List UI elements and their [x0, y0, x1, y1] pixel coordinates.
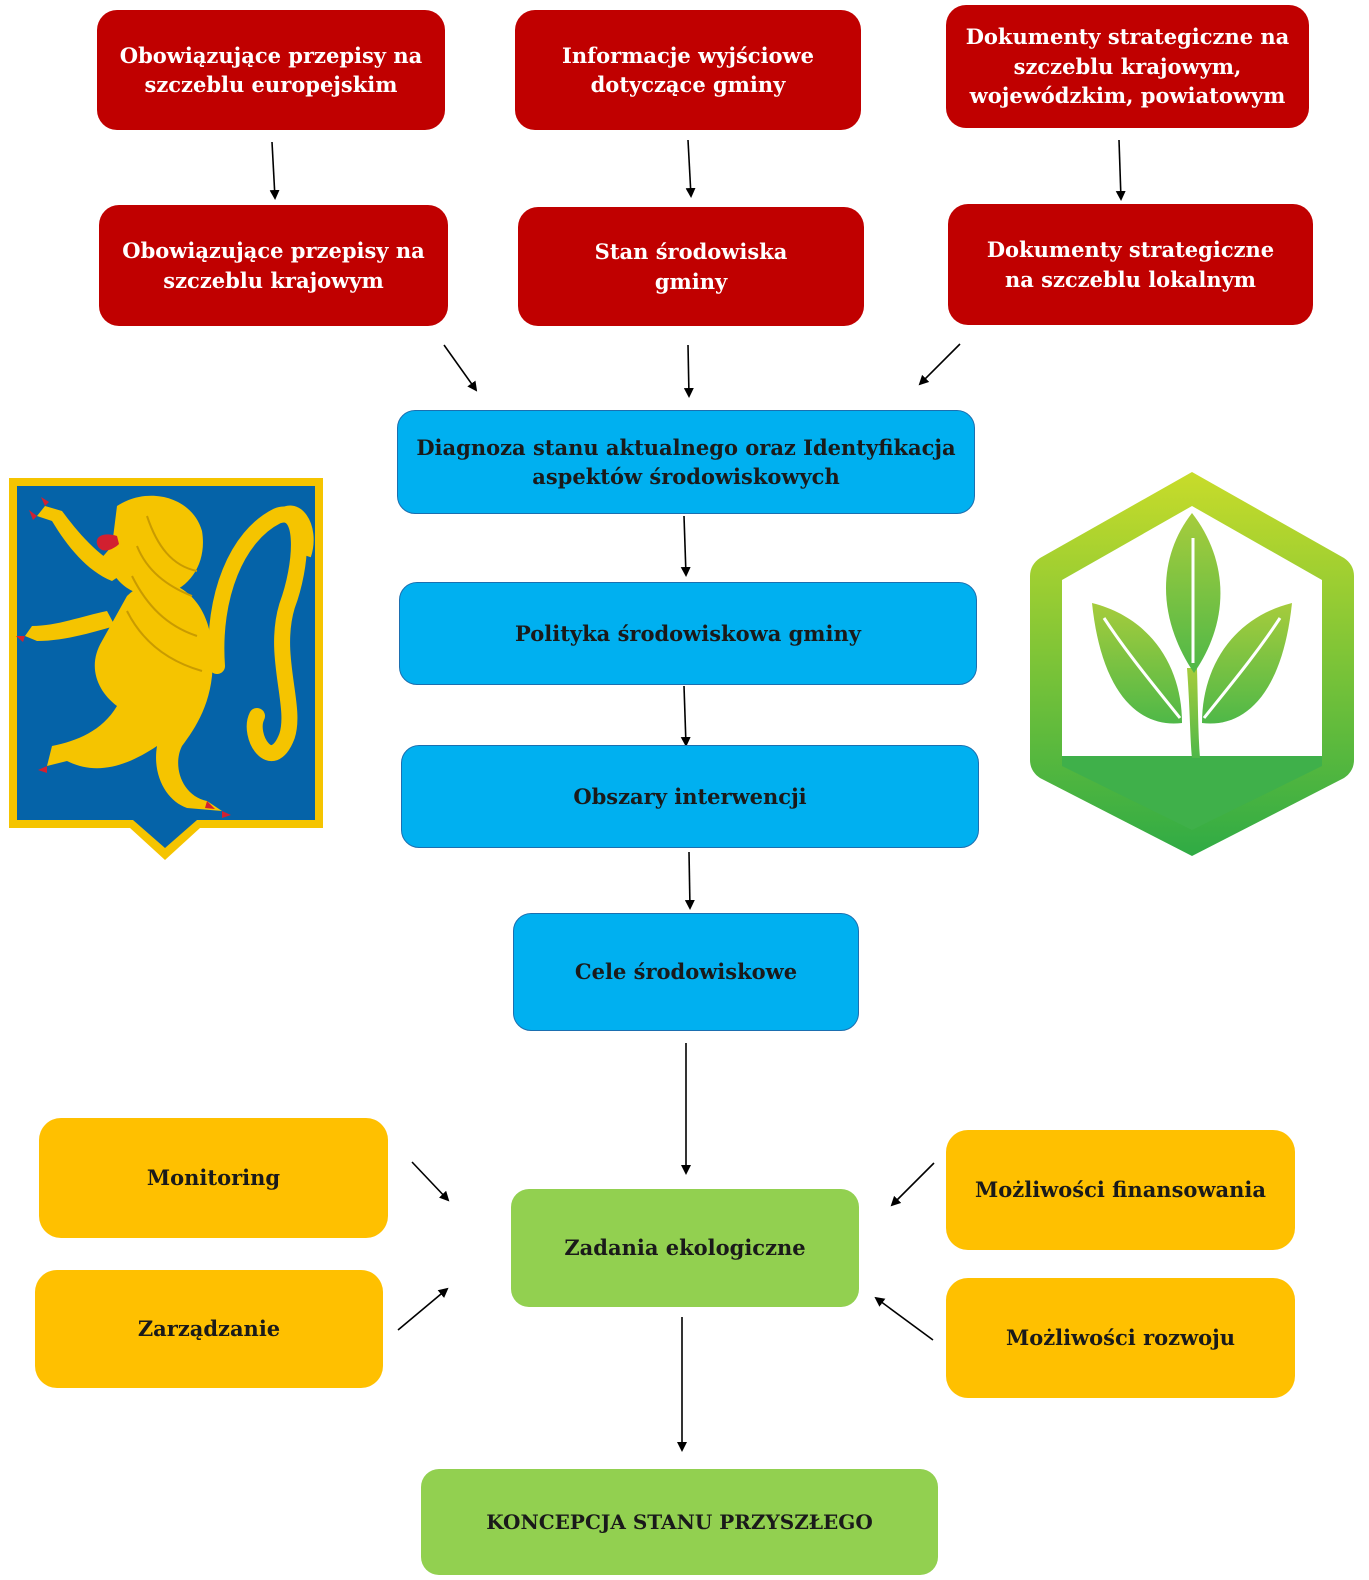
- arrow-national-to-diagnosis: [443, 344, 478, 392]
- policy-label: Polityka środowiskowa gminy: [515, 620, 861, 646]
- financing-label: Możliwości finansowania: [975, 1177, 1266, 1203]
- intervention-areas-box: Obszary interwencji: [401, 745, 979, 848]
- intervention-areas-label: Obszary interwencji: [573, 783, 807, 809]
- arrow-info-to-environment: [685, 139, 696, 198]
- management-box: Zarządzanie: [35, 1270, 383, 1388]
- environmental-goals-label: Cele środowiskowe: [574, 959, 798, 985]
- development-label: Możliwości rozwoju: [1005, 1325, 1236, 1351]
- diagnosis-box: Diagnoza stanu aktualnego oraz Identyfik…: [397, 410, 975, 514]
- arrow-diagnosis-to-policy: [680, 515, 691, 577]
- arrow-monitoring-to-tasks: [411, 1161, 450, 1202]
- arrow-development-to-tasks: [874, 1296, 934, 1341]
- strategic-docs-local-label: Dokumenty strategiczne na szczeblu lokal…: [986, 237, 1275, 292]
- arrow-intervention-to-goals: [684, 851, 695, 910]
- management-label: Zarządzanie: [137, 1316, 281, 1342]
- strategic-docs-regional-label: Dokumenty strategiczne na szczeblu krajo…: [965, 24, 1290, 109]
- financing-box: Możliwości finansowania: [946, 1130, 1295, 1250]
- strategic-docs-local-box: Dokumenty strategiczne na szczeblu lokal…: [948, 204, 1313, 325]
- arrow-local-to-diagnosis: [918, 343, 961, 386]
- arrow-policy-to-intervention: [680, 685, 691, 747]
- eu-regulations-label: Obowiązujące przepisy na szczeblu europe…: [119, 42, 423, 97]
- future-concept-box: KONCEPCJA STANU PRZYSZŁEGO: [421, 1469, 938, 1575]
- policy-box: Polityka środowiskowa gminy: [399, 582, 977, 685]
- ecological-tasks-box: Zadania ekologiczne: [511, 1189, 859, 1307]
- development-box: Możliwości rozwoju: [946, 1278, 1295, 1398]
- monitoring-label: Monitoring: [146, 1165, 281, 1191]
- eu-regulations-box: Obowiązujące przepisy na szczeblu europe…: [97, 10, 445, 130]
- environment-state-box: Stan środowiska gminy: [518, 207, 864, 326]
- future-concept-label: KONCEPCJA STANU PRZYSZŁEGO: [486, 1510, 873, 1534]
- environmental-goals-box: Cele środowiskowe: [513, 913, 859, 1031]
- monitoring-box: Monitoring: [39, 1118, 388, 1238]
- strategic-docs-regional-box: Dokumenty strategiczne na szczeblu krajo…: [946, 5, 1309, 128]
- diagnosis-label: Diagnoza stanu aktualnego oraz Identyfik…: [416, 434, 956, 489]
- gmina-info-box: Informacje wyjściowe dotyczące gminy: [515, 10, 861, 130]
- ecological-tasks-label: Zadania ekologiczne: [564, 1235, 806, 1261]
- arrow-management-to-tasks: [397, 1287, 449, 1331]
- environment-state-label: Stan środowiska gminy: [594, 239, 788, 294]
- arrow-environment-to-diagnosis: [683, 344, 694, 398]
- arrow-financing-to-tasks: [890, 1162, 935, 1207]
- national-regulations-label: Obowiązujące przepisy na szczeblu krajow…: [122, 238, 425, 293]
- gmina-info-label: Informacje wyjściowe dotyczące gminy: [562, 42, 814, 97]
- national-regulations-box: Obowiązujące przepisy na szczeblu krajow…: [99, 205, 448, 326]
- arrow-regional-to-local: [1115, 139, 1126, 201]
- arrow-eu-to-national: [269, 141, 280, 200]
